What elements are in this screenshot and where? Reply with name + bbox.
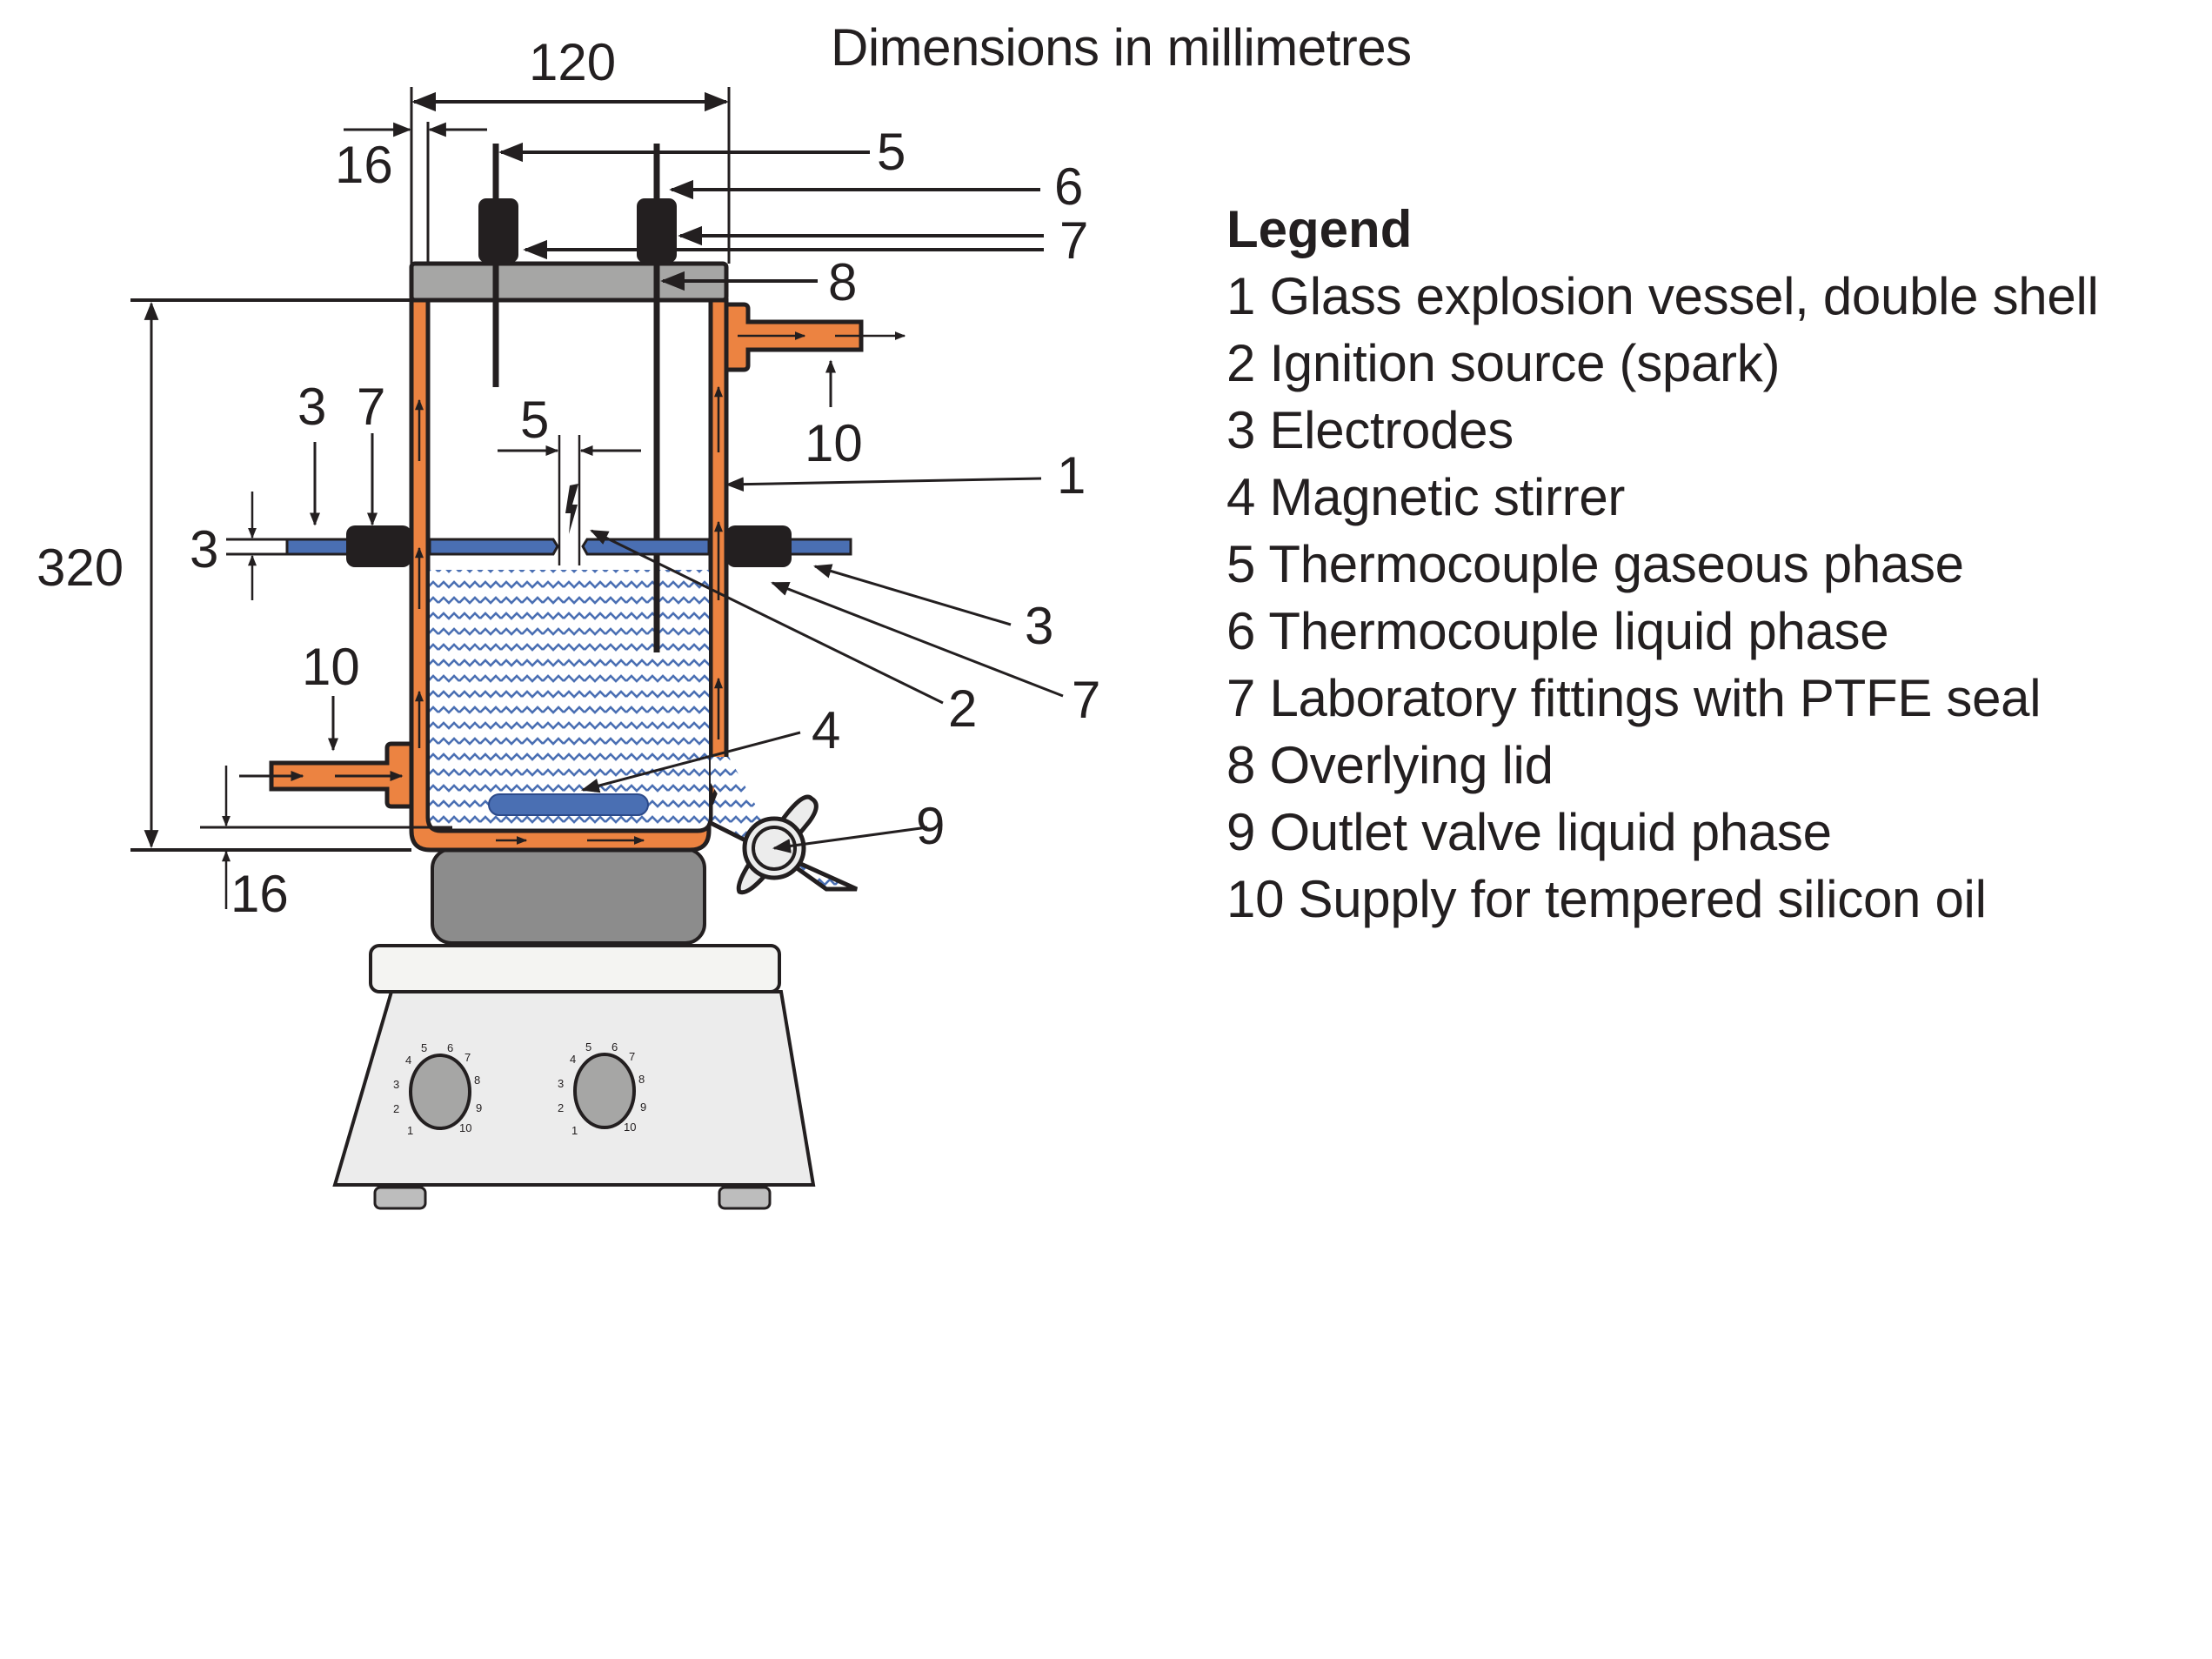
dial-tick: 2 — [393, 1102, 399, 1115]
legend-item: 3 Electrodes — [1226, 401, 1514, 459]
callout-8: 8 — [828, 253, 857, 311]
dial-tick: 10 — [624, 1120, 636, 1134]
dim-label-120: 120 — [529, 33, 616, 91]
dial-tick: 4 — [570, 1053, 576, 1066]
oil-flow-arrows — [415, 385, 723, 845]
stirrer-top-plate — [369, 944, 781, 993]
legend-item: 8 Overlying lid — [1226, 736, 1554, 794]
dim-label-320: 320 — [37, 539, 124, 597]
callout-5: 5 — [877, 123, 906, 181]
dim-label-16-bottom: 16 — [231, 865, 289, 923]
stirrer-pad — [431, 847, 706, 945]
dial-tick: 4 — [405, 1054, 411, 1067]
leader-9 — [772, 826, 928, 853]
stirrer-knob-left[interactable] — [409, 1054, 471, 1130]
callout-10-top: 10 — [805, 414, 863, 472]
stirrer-foot-right — [718, 1186, 772, 1210]
leader-2 — [590, 529, 944, 705]
dim-label-5: 5 — [520, 391, 549, 449]
dial-tick: 3 — [558, 1077, 564, 1090]
electrode-left-inner — [428, 538, 559, 556]
legend-item: 9 Outlet valve liquid phase — [1226, 803, 1832, 861]
stirrer-foot-left — [373, 1186, 427, 1210]
dial-tick: 1 — [407, 1124, 413, 1137]
fitting-left — [346, 525, 411, 567]
dial-tick: 6 — [611, 1040, 618, 1054]
legend: Legend 1 Glass explosion vessel, double … — [1226, 196, 2099, 933]
leader-lines — [310, 142, 1064, 853]
dial-tick: 9 — [476, 1101, 482, 1114]
dimension-lines — [130, 87, 731, 909]
legend-item: 4 Magnetic stirrer — [1226, 468, 1626, 526]
dial-tick: 6 — [447, 1041, 453, 1054]
callout-6: 6 — [1054, 157, 1083, 216]
dim-label-16-top: 16 — [335, 136, 393, 194]
leader-4 — [580, 731, 801, 793]
callout-7: 7 — [1059, 211, 1088, 270]
legend-item: 2 Ignition source (spark) — [1226, 334, 1781, 392]
oil-outlet-nozzle — [724, 302, 906, 372]
glass-vessel-double-shell — [409, 298, 859, 892]
fitting-top-right — [637, 198, 677, 263]
legend-item: 1 Glass explosion vessel, double shell — [1226, 267, 2099, 325]
dial-tick: 9 — [640, 1100, 646, 1114]
magnetic-stirrer-bar — [488, 793, 649, 816]
leader-1 — [725, 477, 1042, 492]
outlet-channel — [711, 757, 770, 842]
dial-tick: 2 — [558, 1101, 564, 1114]
magnetic-stirrer-base: 1 2 3 4 5 6 7 8 9 10 1 2 3 4 5 6 7 8 9 1… — [332, 847, 816, 1210]
dial-tick: 8 — [638, 1073, 645, 1086]
electrode-right-inner — [581, 538, 711, 556]
stirrer-knob-right[interactable] — [573, 1053, 636, 1129]
dial-scale-left: 1 2 3 4 5 6 7 8 9 10 — [393, 1041, 482, 1137]
dial-tick: 7 — [464, 1051, 471, 1064]
dial-tick: 5 — [585, 1040, 591, 1054]
callout-2: 2 — [948, 679, 977, 738]
dial-tick: 3 — [393, 1078, 399, 1091]
legend-item: 7 Laboratory fittings with PTFE seal — [1226, 669, 2042, 727]
dial-scale-right: 1 2 3 4 5 6 7 8 9 10 — [558, 1040, 646, 1137]
callout-4: 4 — [812, 701, 840, 759]
callout-7-left: 7 — [357, 378, 385, 436]
legend-title: Legend — [1226, 200, 1413, 258]
dial-tick: 10 — [459, 1121, 471, 1134]
dial-tick: 1 — [571, 1124, 578, 1137]
leader-7-right — [771, 581, 1064, 698]
leader-3-right — [812, 564, 1012, 626]
callout-7-right: 7 — [1072, 671, 1100, 729]
dim-label-3: 3 — [190, 520, 218, 579]
callout-3-right: 3 — [1025, 597, 1053, 655]
fitting-right — [726, 525, 792, 567]
legend-item: 10 Supply for tempered silicon oil — [1226, 870, 1987, 928]
legend-item: 6 Thermocouple liquid phase — [1226, 602, 1889, 660]
thermocouple-gaseous — [478, 144, 518, 387]
callout-9: 9 — [916, 797, 945, 855]
dial-tick: 8 — [474, 1074, 480, 1087]
liquid-phase — [430, 570, 709, 828]
figure-title: Dimensions in millimetres — [831, 18, 1412, 77]
thermocouple-liquid — [637, 144, 677, 652]
legend-item: 5 Thermocouple gaseous phase — [1226, 535, 1964, 593]
dial-tick: 5 — [421, 1041, 427, 1054]
dial-tick: 7 — [629, 1050, 635, 1063]
callout-3-left: 3 — [297, 378, 326, 436]
fitting-top-left — [478, 198, 518, 263]
callout-1: 1 — [1057, 446, 1086, 505]
callout-labels: 5 6 7 8 10 1 3 7 3 2 7 10 4 9 — [297, 123, 1100, 855]
spark-icon — [565, 484, 578, 534]
oil-inlet-nozzle — [239, 741, 414, 809]
dimension-labels: 120 16 320 3 5 16 — [37, 33, 616, 923]
callout-10-bottom: 10 — [302, 638, 360, 696]
